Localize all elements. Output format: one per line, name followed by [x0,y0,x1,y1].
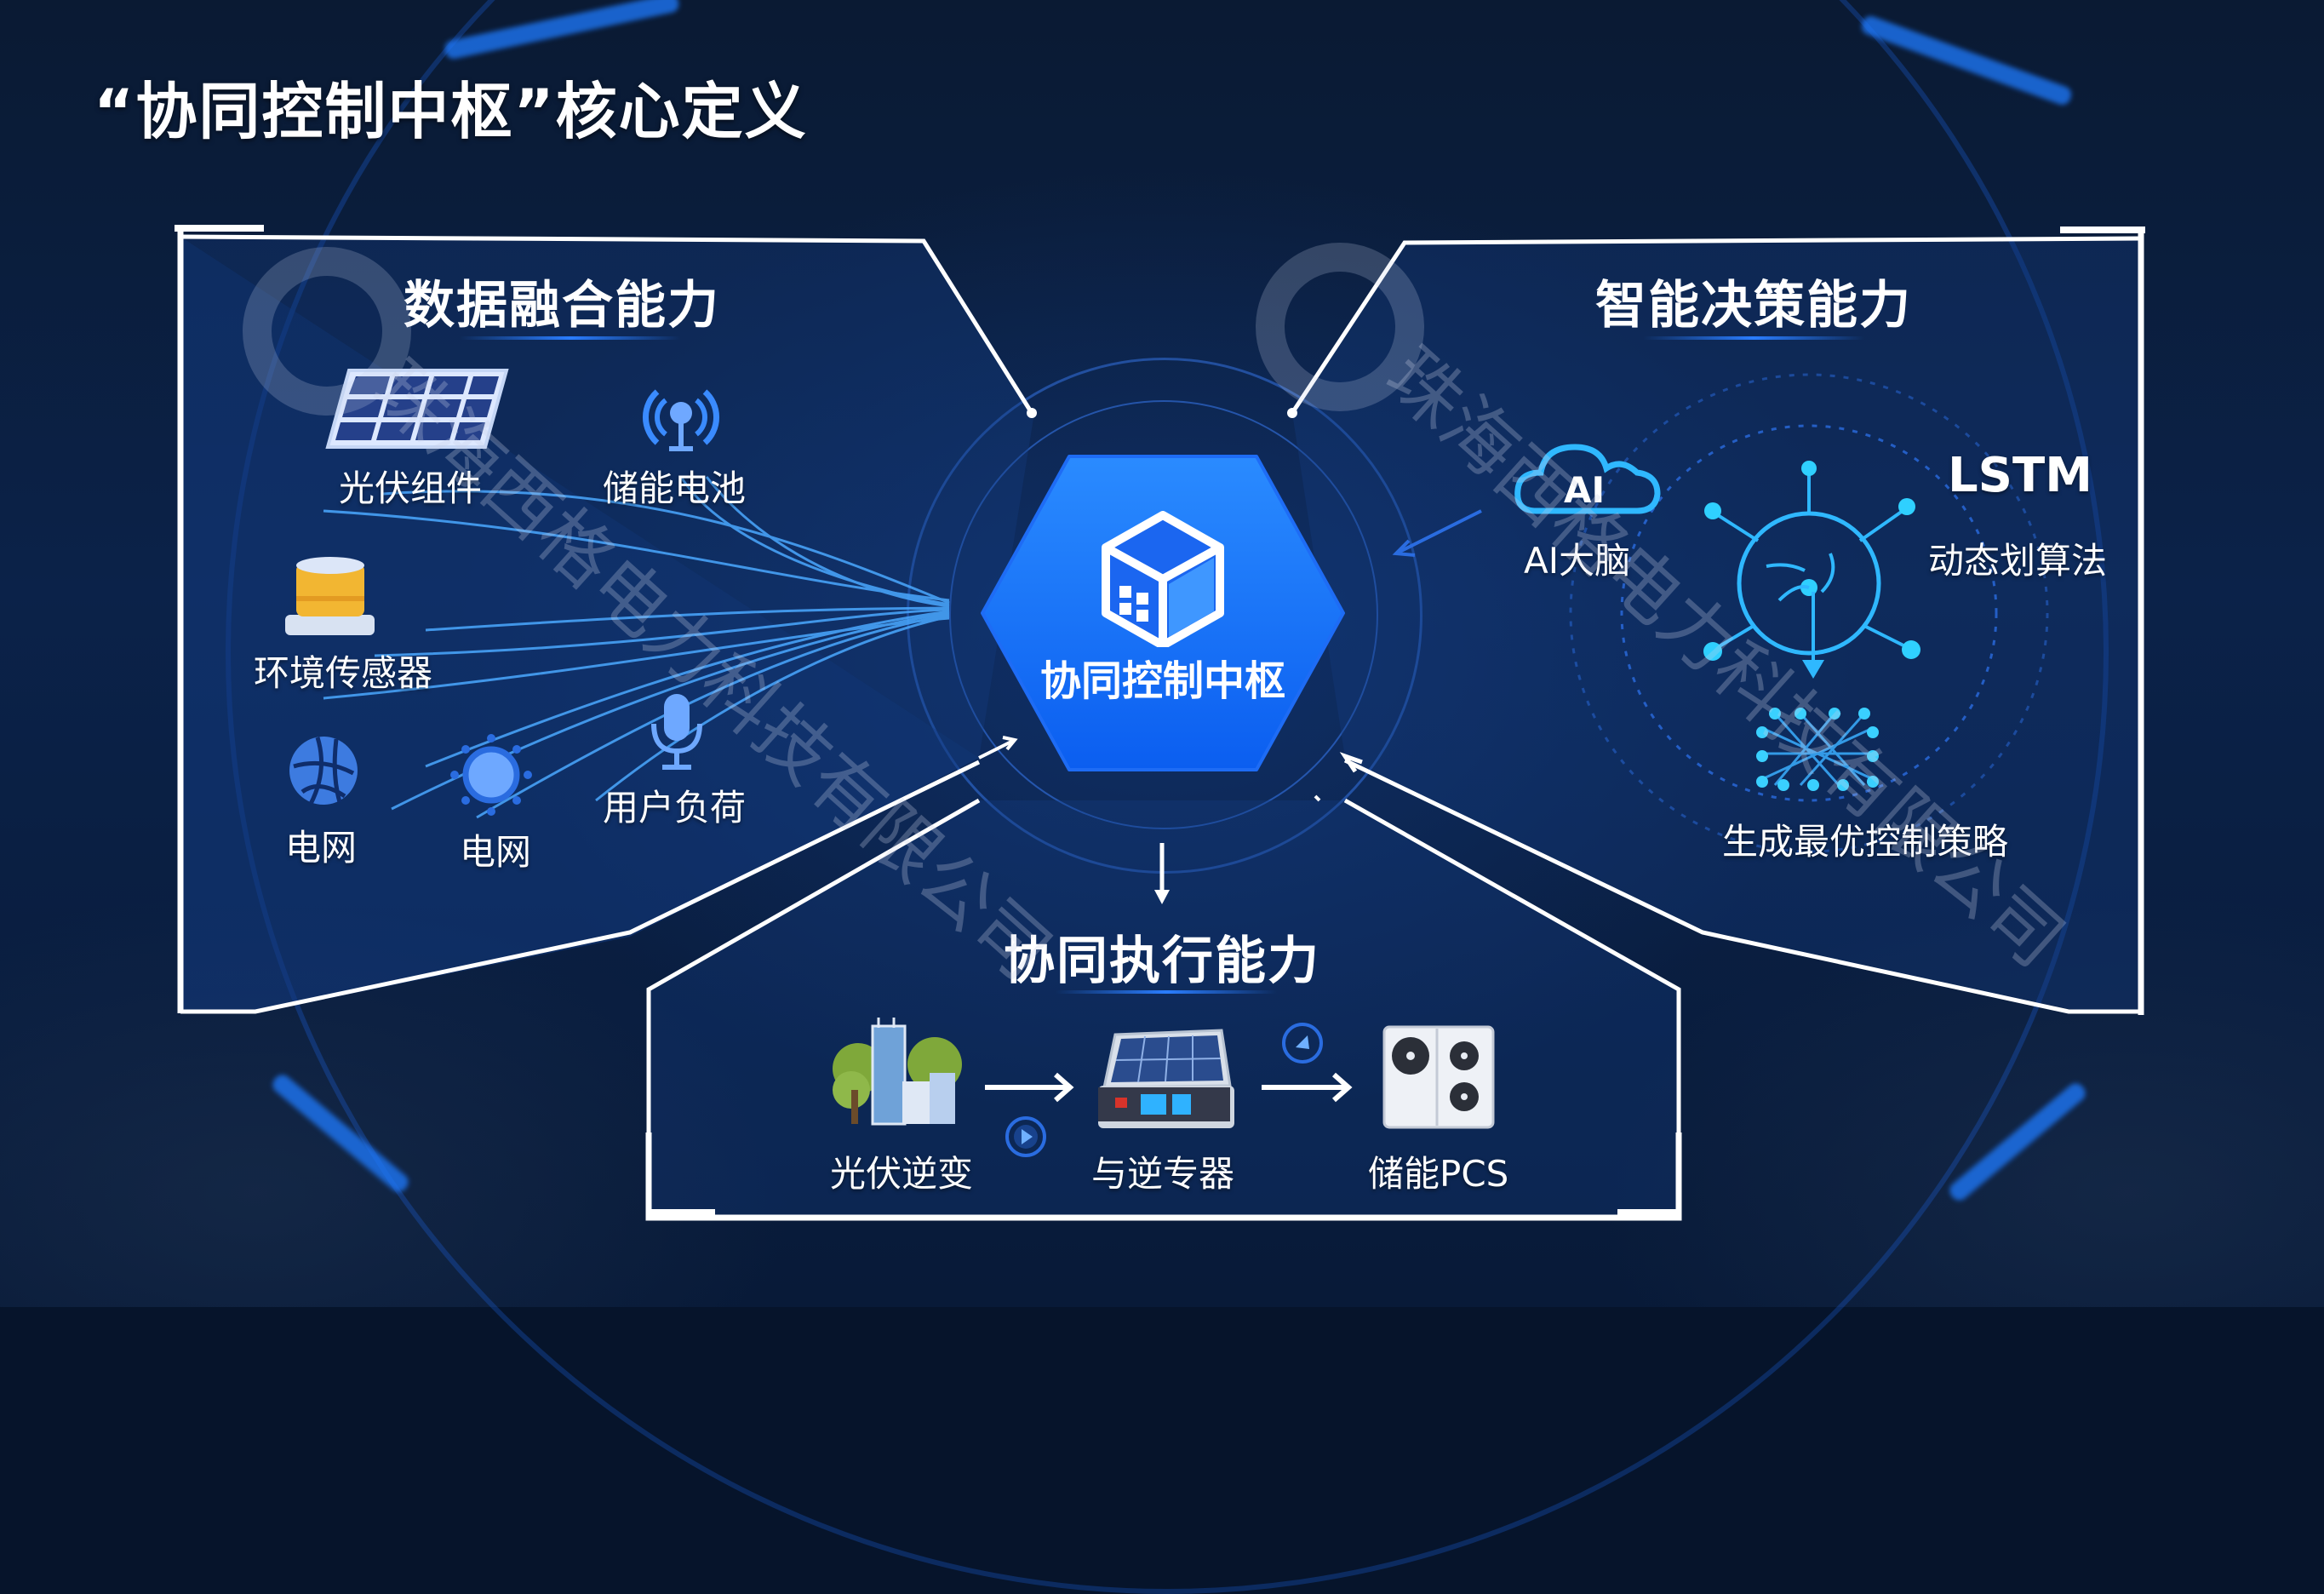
brain-network-icon [1703,461,1920,679]
item-label: 储能电池 [603,467,747,509]
pcs-cabinet-icon [1382,1025,1495,1129]
ai-badge: AI [1564,469,1605,511]
title-underline [1056,990,1277,994]
panel-decision: 智能决策能力 AI AI大脑 LSTM 动态划算法 生成最优控制策略 [1287,226,2145,1015]
panel-execution: 协同执行能力 光伏逆变 与逆专器 储能PCS [645,736,1682,1221]
neural-network-icon [1756,708,1879,791]
solar-device-icon [1098,1029,1234,1128]
item-label: 电网 [460,831,532,873]
item-label: 储能PCS [1368,1153,1509,1195]
building-trees-icon [833,1018,962,1126]
hub-label: 协同控制中枢 [1039,657,1285,705]
title-underline [1643,336,1864,340]
item-label: 光伏组件 [339,467,483,509]
item-label: 生成最优控制策略 [1722,821,2009,863]
item-label: 光伏逆变 [830,1153,974,1195]
panel-data-fusion: 数据融合能力 光伏组件 储能电池 环境传感器 电网 电网 [175,225,1037,1014]
middle-ring [907,358,1422,874]
page-title: “协同控制中枢”核心定义 [94,76,808,147]
globe-grid-icon [289,737,358,806]
antenna-icon [643,389,719,451]
panel-title: 数据融合能力 [404,276,720,335]
item-label: 用户负荷 [603,787,747,829]
cube-icon [1102,511,1224,647]
play-icon [1005,1023,1323,1157]
ai-cloud-icon: AI [1514,444,1661,514]
item-label: 与逆专器 [1091,1153,1235,1195]
title-underline [460,336,681,340]
panel-title: 协同执行能力 [1004,932,1320,991]
item-label: AI大脑 [1524,540,1631,582]
microphone-icon [651,694,702,770]
control-hub[interactable]: 协同控制中枢 [977,451,1348,775]
item-label: 环境传感器 [254,652,433,694]
item-label: 动态划算法 [1928,540,2108,582]
sun-icon [450,734,532,816]
sensor-cylinder-icon [285,557,375,635]
lstm-label: LSTM [1948,448,2092,503]
item-label: 电网 [285,827,358,869]
panel-title: 智能决策能力 [1595,276,1912,335]
inner-ring [949,400,1378,829]
